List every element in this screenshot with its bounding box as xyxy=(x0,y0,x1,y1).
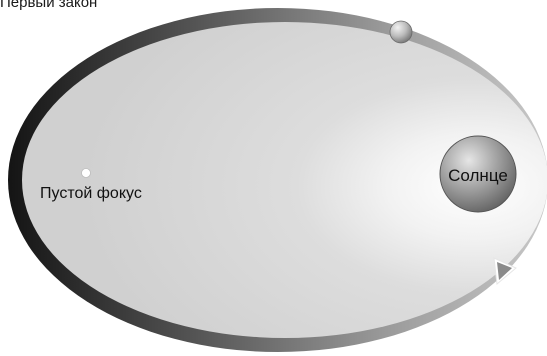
planet xyxy=(390,21,412,43)
empty-focus-dot xyxy=(82,169,91,178)
empty-focus-label: Пустой фокус xyxy=(40,185,142,202)
sun-label: Солнце xyxy=(448,166,508,185)
